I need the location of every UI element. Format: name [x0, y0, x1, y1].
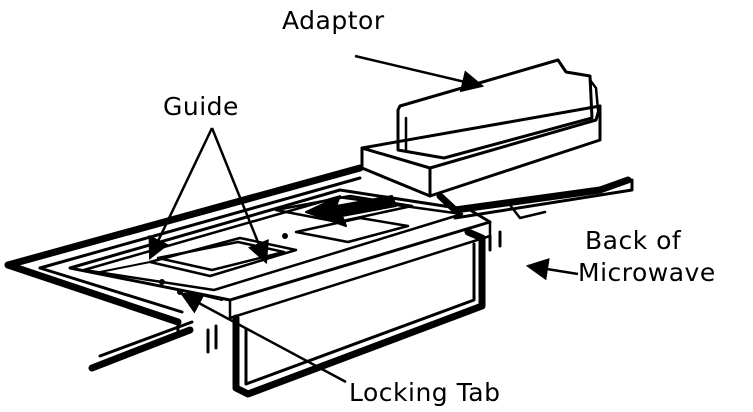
mounting-plate: [68, 188, 492, 320]
guide-label: Guide: [163, 92, 239, 121]
adaptor-pointer-arrow: [354, 54, 485, 93]
back-pointer-arrow: [525, 258, 579, 281]
guide-pointer-arrow-left: [148, 127, 214, 261]
guide-pointer-arrow-right: [210, 127, 269, 265]
back-of-microwave-label-line2: Microwave: [578, 258, 716, 287]
locking-tab-label: Locking Tab: [349, 378, 501, 407]
locking-tab-pointer-arrow: [180, 292, 347, 384]
adaptor-part: [360, 58, 602, 198]
adaptor-label: Adaptor: [282, 6, 385, 35]
direction-arrow-icon: [305, 195, 397, 227]
back-frame: [206, 176, 634, 398]
cabinet-outline: [4, 164, 364, 372]
back-of-microwave-label-line1: Back of: [585, 226, 682, 255]
